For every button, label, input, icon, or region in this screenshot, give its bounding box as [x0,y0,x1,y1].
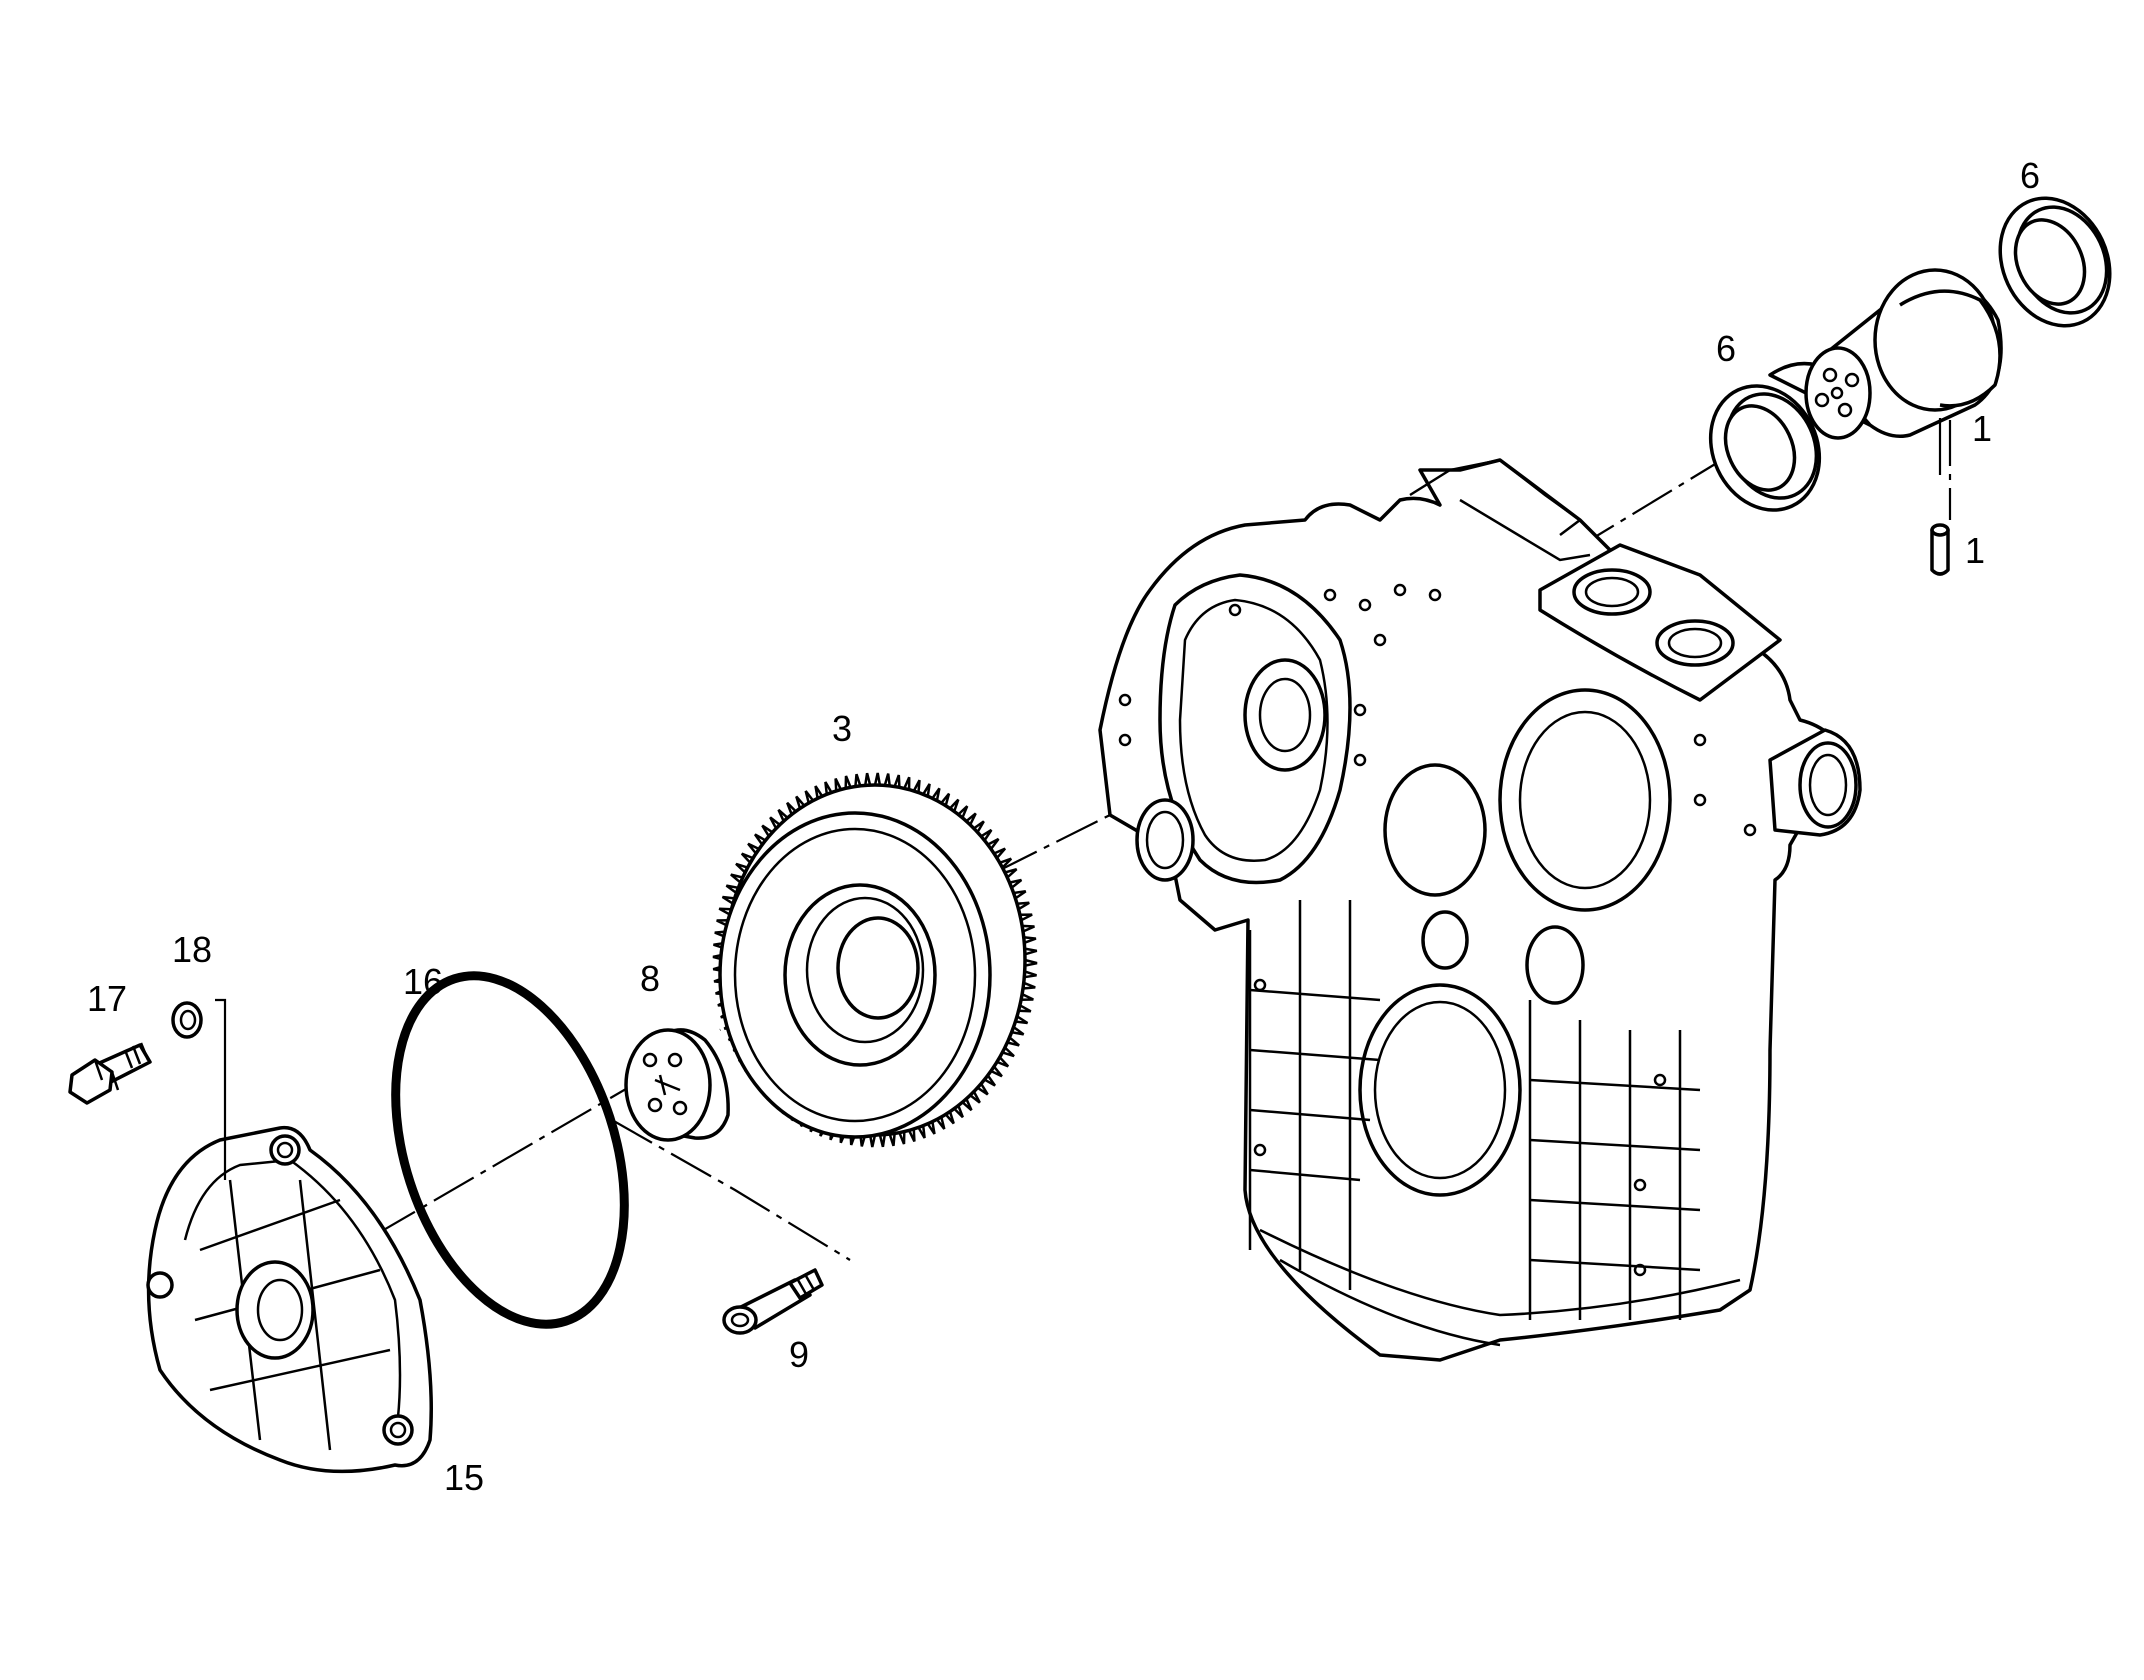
gear-tooth [926,1121,936,1135]
seal-ring-part-6-left [1708,384,1822,512]
sleeve-part-1 [1768,268,2003,440]
gear-tooth [804,790,815,804]
gear-tooth [786,801,797,815]
callout-3: 3 [832,708,852,749]
gear-tooth [824,781,833,795]
gear-tooth [1022,924,1035,933]
gear-tooth [883,773,891,786]
gear-tooth [983,1074,997,1087]
gear-tooth [965,812,977,826]
gear-tooth [1024,970,1037,979]
gear-tooth [1002,1046,1015,1058]
gear-tooth [961,1098,973,1112]
callout-18: 18 [172,929,212,970]
gear-tooth [716,919,729,928]
gear-tooth [888,1133,896,1147]
callout-15: 15 [444,1457,484,1498]
gear-tooth [980,828,993,842]
gear-tooth [844,775,852,789]
seal-ring-part-6-right [1998,196,2112,328]
gear-tooth [935,1116,946,1130]
gear-tooth [1018,1004,1032,1013]
callout-17: 17 [87,978,127,1019]
gear-tooth [814,785,824,799]
callout-16: 16 [403,961,443,1002]
screw-part-9 [722,1268,824,1335]
gear-tooth [996,1056,1010,1068]
gear-tooth [718,907,732,916]
callout-1-pin: 1 [1965,530,1985,571]
gear-tooth [1013,890,1027,900]
gear-tooth [1022,981,1036,990]
gear-tooth [953,1105,964,1119]
gear-tooth [730,873,743,884]
gear-tooth [1024,958,1038,967]
callout-6-left: 6 [1716,328,1736,369]
gear-tooth [1024,947,1038,956]
gear-tooth [903,776,911,790]
gear-tooth [1009,878,1023,889]
gear-tooth [993,847,1007,859]
pin-part-1 [1930,523,1950,576]
gear-tooth [753,833,767,846]
gear-tooth [944,1111,955,1125]
gear-tooth [735,862,748,874]
gear-tooth [740,852,754,864]
callout-9: 9 [789,1334,809,1375]
gear-tooth [1019,913,1033,922]
gear-tooth [1016,901,1030,911]
hub-part-8 [624,1028,730,1142]
gear-tooth [957,805,969,819]
gear-tooth [973,820,985,833]
gear-tooth [854,773,862,787]
bolt-part-17 [68,1042,152,1105]
gear-tooth [893,774,901,788]
gear-tooth [873,772,882,786]
cover-part-15 [146,1125,433,1474]
leader-lines [215,418,1942,1180]
callout-1-sleeve: 1 [1972,408,1992,449]
gear-tooth [969,1091,981,1104]
gear-tooth [863,772,872,786]
gear-tooth [990,1065,1003,1078]
callout-labels: 1 1 3 6 6 8 9 15 16 17 18 [87,155,2040,1498]
gear-tooth [868,1134,877,1148]
gear-tooth [940,792,951,807]
gear-tooth [898,1131,906,1145]
gear-tooth [912,779,921,793]
gear-tooth [725,884,739,895]
gear-tooth [949,798,960,812]
gear-tooth [1021,992,1034,1001]
gear-tooth [999,857,1013,869]
gear-tooth [834,778,843,792]
washer-part-18 [171,1001,203,1039]
gear-tooth [769,816,781,829]
gear-tooth [1023,935,1037,944]
o-ring-part-16 [391,971,629,1329]
gear-tooth [1015,1015,1029,1025]
gear-tooth [761,824,774,837]
gear-housing [1098,458,1862,1362]
callout-6-right: 6 [2020,155,2040,196]
gear-tooth [777,808,789,822]
gear-tooth [795,795,806,809]
gear-tooth [976,1083,989,1096]
gear-tooth [1007,1036,1020,1047]
gear-tooth [917,1125,926,1139]
gear-tooth [907,1128,916,1142]
gear-part-3 [712,772,1038,1148]
gear-tooth [922,783,931,797]
gear-tooth [721,895,735,905]
gear-tooth [1011,1025,1025,1036]
gear-tooth [1004,867,1018,879]
gear-tooth [931,787,941,801]
gear-tooth [878,1134,887,1148]
gear-tooth [747,842,760,855]
gear-tooth [987,837,1000,850]
callout-8: 8 [640,958,660,999]
